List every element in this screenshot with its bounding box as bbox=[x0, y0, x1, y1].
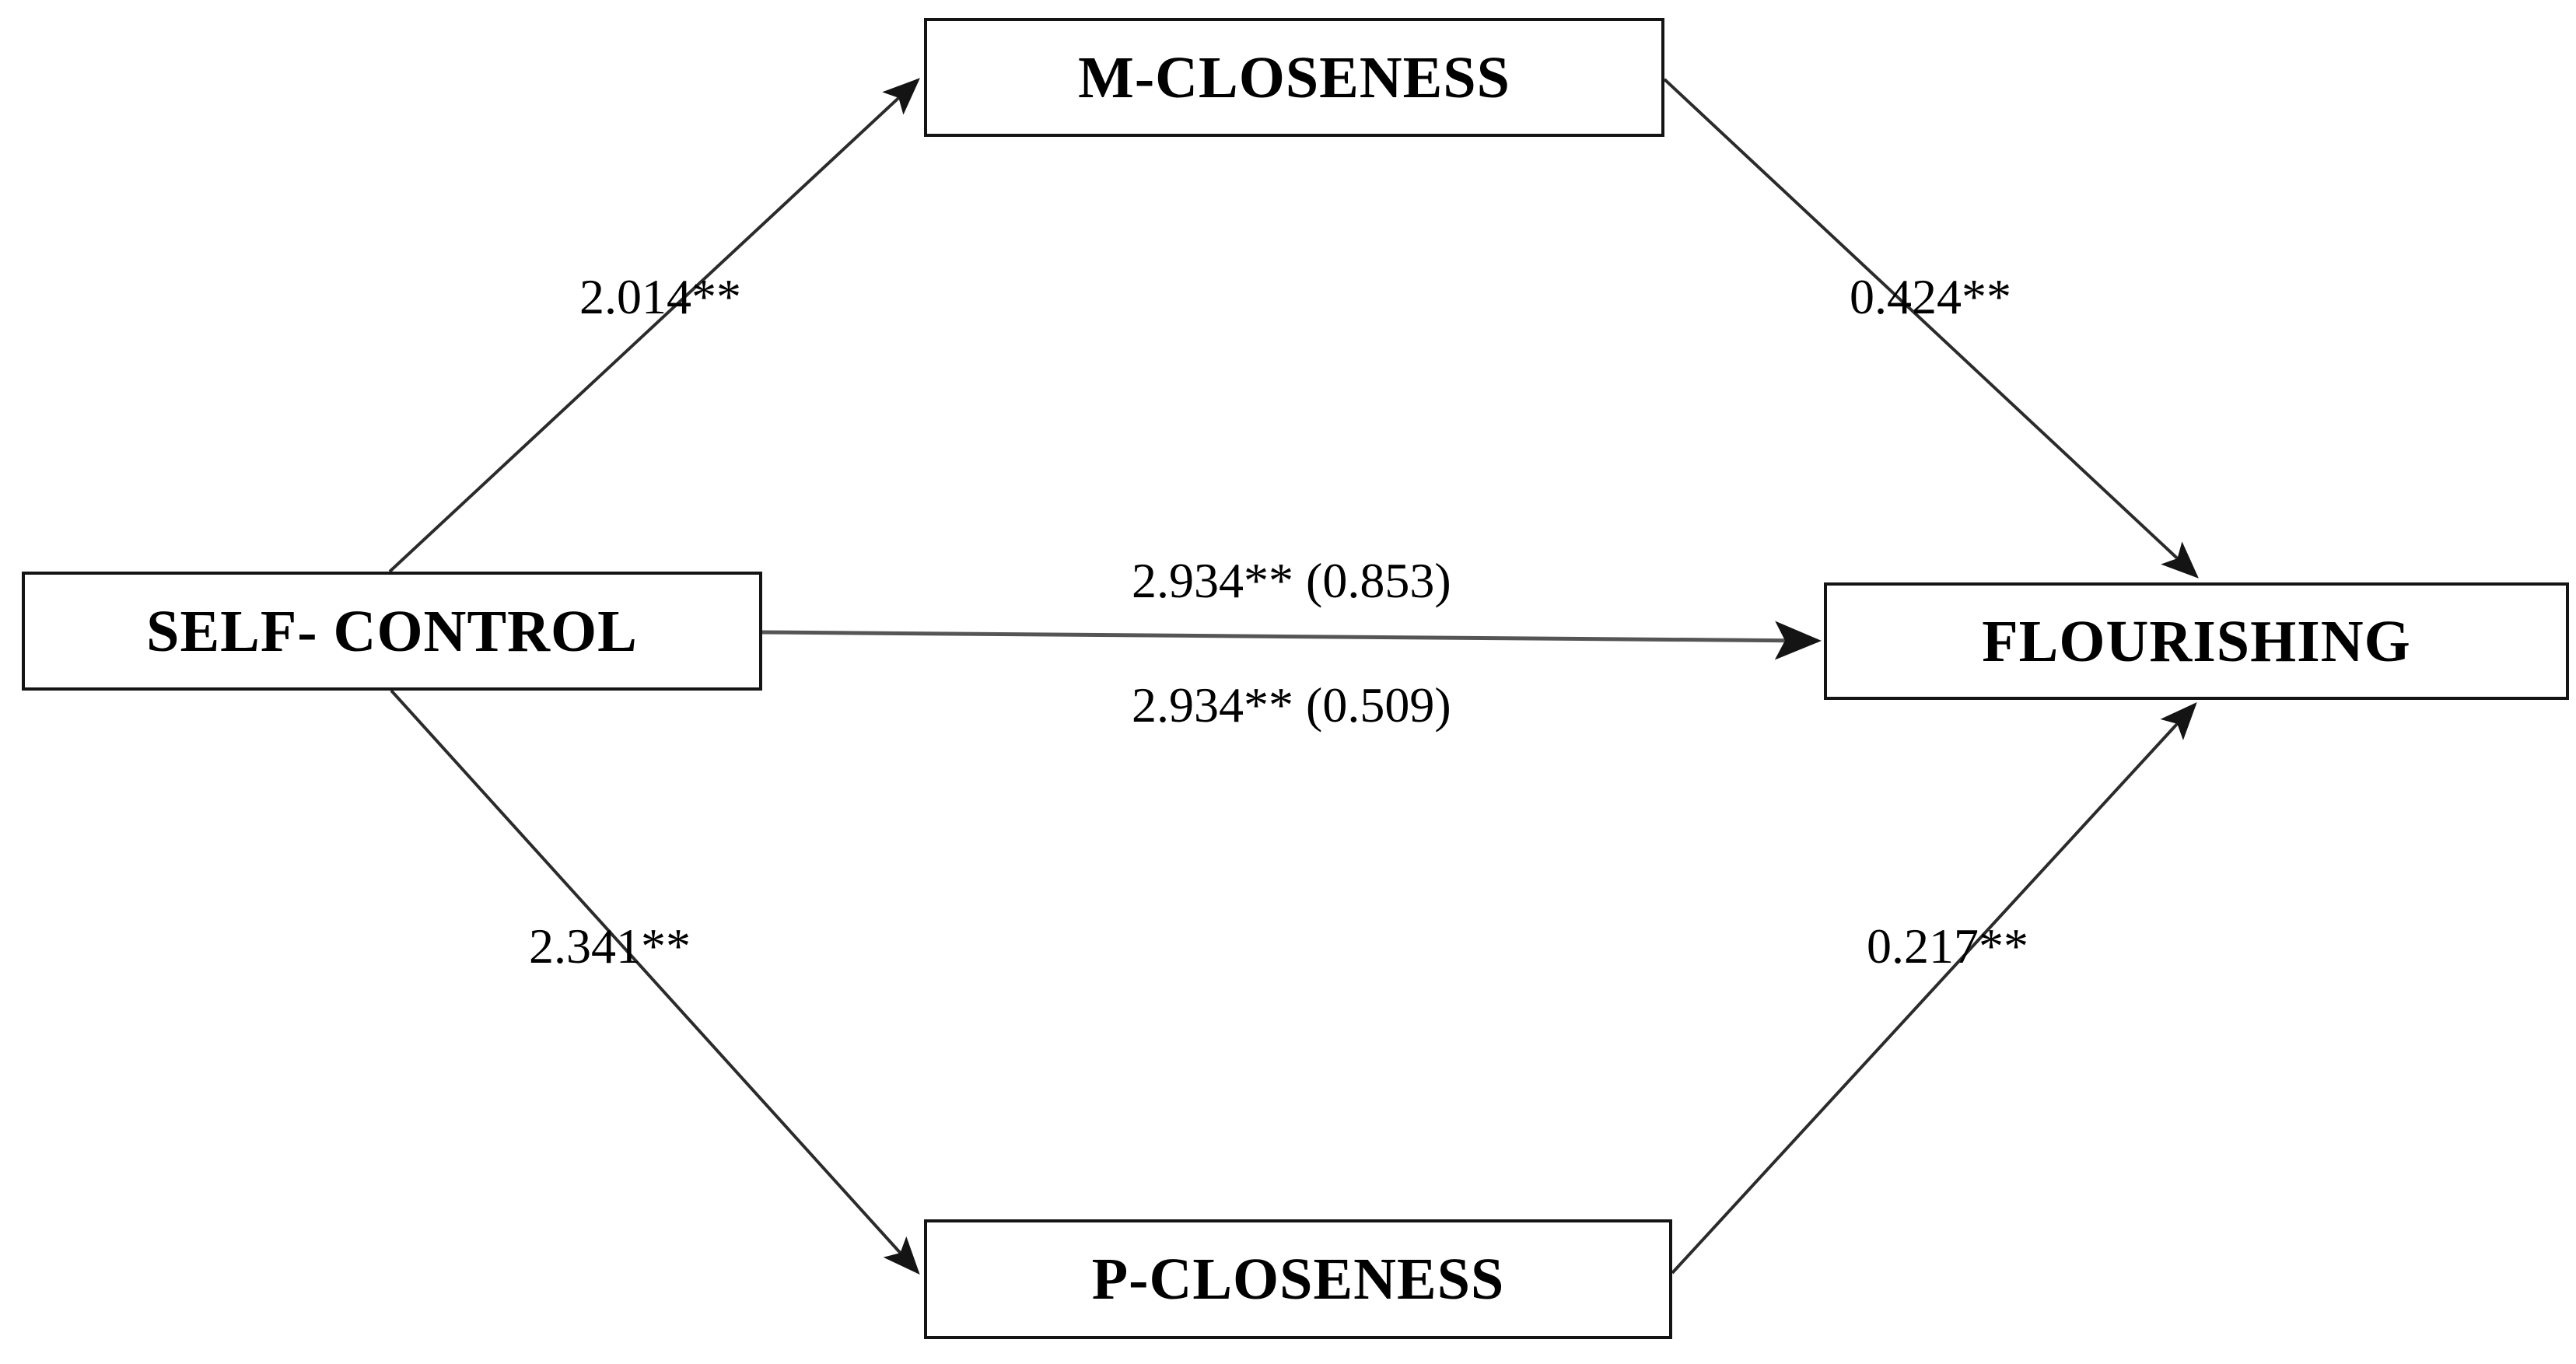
node-flourishing[interactable]: FLOURISHING bbox=[1824, 582, 2569, 700]
edge-label-direct-effect: 2.934** (0.509) bbox=[1132, 677, 1451, 733]
edge-self-control-to-p-closeness bbox=[390, 689, 920, 1275]
node-self-control[interactable]: SELF- CONTROL bbox=[22, 572, 762, 691]
edge-label-p-closeness-to-flourishing: 0.217** bbox=[1867, 918, 2028, 974]
edge-m-closeness-to-flourishing bbox=[1663, 78, 2199, 579]
edge-label-total-effect: 2.934** (0.853) bbox=[1132, 553, 1451, 608]
node-self-control-label: SELF- CONTROL bbox=[146, 598, 638, 664]
edge-p-closeness-to-flourishing bbox=[1671, 702, 2197, 1275]
edge-self-control-to-m-closeness bbox=[388, 78, 920, 573]
edge-label-self-control-to-p-closeness: 2.341** bbox=[529, 918, 691, 974]
node-flourishing-label: FLOURISHING bbox=[1982, 608, 2411, 674]
edge-self-control-to-flourishing bbox=[761, 621, 1822, 660]
edge-label-m-closeness-to-flourishing: 0.424** bbox=[1850, 269, 2011, 324]
node-p-closeness[interactable]: P-CLOSENESS bbox=[924, 1219, 1672, 1339]
node-m-closeness-label: M-CLOSENESS bbox=[1078, 44, 1510, 110]
node-p-closeness-label: P-CLOSENESS bbox=[1091, 1247, 1505, 1312]
edge-label-self-control-to-m-closeness: 2.014** bbox=[579, 269, 741, 324]
node-m-closeness[interactable]: M-CLOSENESS bbox=[924, 18, 1664, 137]
